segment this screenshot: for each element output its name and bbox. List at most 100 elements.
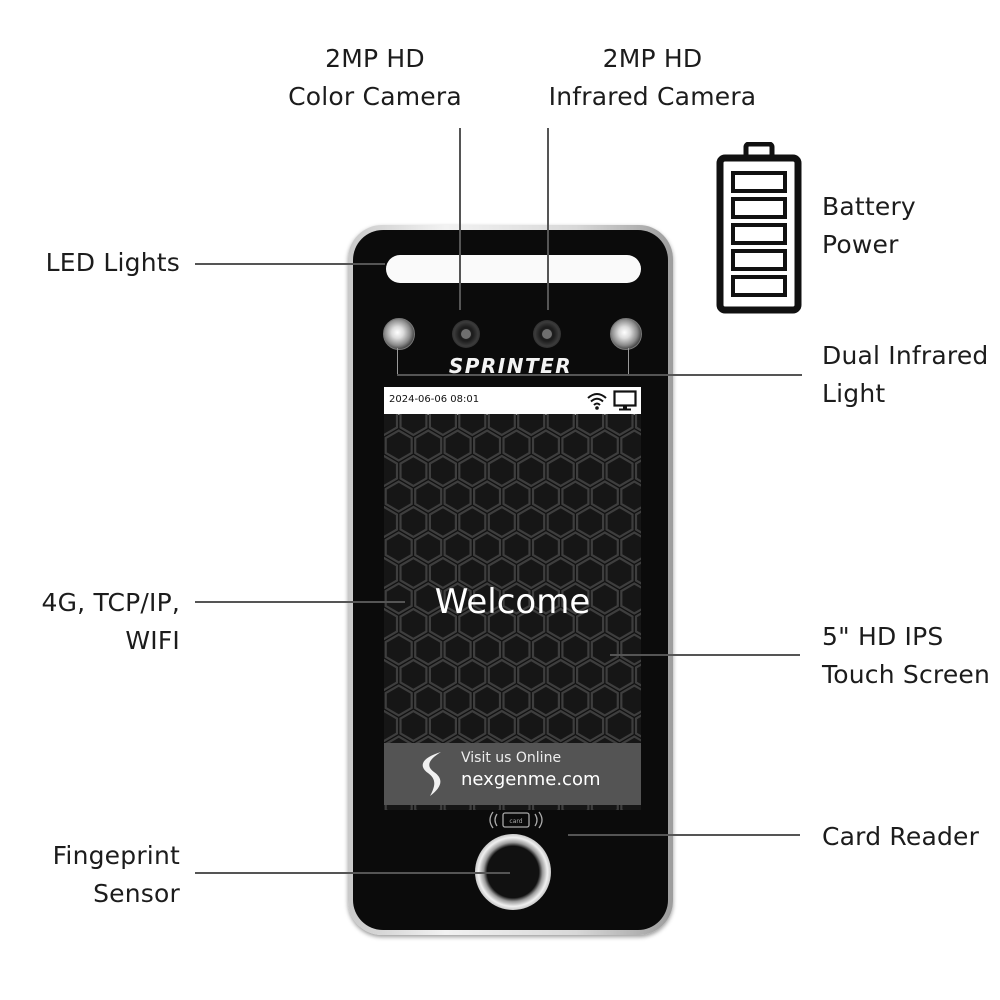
hex-cell [458, 454, 487, 488]
banner-url[interactable]: nexgenme.com [461, 769, 601, 790]
hex-cell [384, 556, 399, 590]
hex-cell [605, 505, 634, 539]
hex-cell [384, 658, 399, 692]
hex-cell [502, 582, 531, 615]
hex-cell [414, 531, 443, 564]
hex-cell [517, 607, 546, 641]
hex-cell [384, 531, 413, 564]
hex-cell [472, 633, 502, 666]
monitor-icon [613, 390, 637, 411]
hex-cell [472, 531, 502, 564]
hex-cell [620, 684, 641, 717]
ir-light-right [610, 318, 642, 350]
hex-cell [531, 480, 560, 513]
touch-screen[interactable]: 2024-06-06 08:01 Welcome [384, 387, 641, 810]
hex-cell [443, 633, 472, 666]
hex-cell [517, 556, 546, 590]
hex-cell [458, 505, 487, 539]
hex-cell [605, 658, 634, 692]
hex-cell [487, 709, 516, 743]
hex-cell [458, 556, 487, 590]
hex-cell [517, 414, 546, 437]
hex-cell [384, 709, 399, 743]
hex-cell [399, 505, 428, 539]
hex-cell [443, 429, 472, 462]
hex-cell [458, 709, 487, 743]
label-battery: Battery Power [822, 192, 916, 259]
status-bar: 2024-06-06 08:01 [384, 387, 641, 415]
device-face: SPRINTER 2024-06-06 08:01 Welcome [353, 230, 668, 930]
hex-cell [502, 531, 531, 564]
label-led-lights: LED Lights [45, 248, 180, 277]
color-camera-lens [452, 320, 480, 348]
connector-fingerprint [195, 872, 510, 874]
hex-cell [576, 414, 605, 437]
label-fingerprint: Fingeprint Sensor [52, 841, 180, 908]
hex-cell [472, 684, 502, 717]
hex-cell [605, 709, 634, 743]
hex-cell [590, 429, 619, 462]
hex-cell [531, 531, 560, 564]
hex-cell [502, 429, 531, 462]
hex-cell [399, 709, 428, 743]
hex-cell [487, 607, 516, 641]
hex-cell [414, 633, 443, 666]
hex-cell [576, 658, 605, 692]
hex-cell [487, 454, 516, 488]
hex-cell [634, 663, 641, 687]
connector-card-reader [568, 834, 800, 836]
hex-cell [502, 633, 531, 666]
hex-cell [546, 505, 575, 539]
card-reader-icon: card [489, 811, 543, 829]
hex-cell [590, 531, 619, 564]
hex-cell [443, 480, 472, 513]
hex-cell [546, 556, 575, 590]
hex-cell [620, 429, 641, 462]
hex-cell [399, 607, 428, 641]
hex-cell [384, 633, 413, 666]
hex-cell [458, 658, 487, 692]
hex-cell [384, 454, 399, 488]
hex-cell [517, 454, 546, 488]
hex-cell [487, 414, 516, 437]
hex-cell [428, 556, 458, 590]
hex-cell [428, 709, 458, 743]
connector-color-camera [459, 128, 461, 310]
hex-cell [399, 556, 428, 590]
hex-cell [620, 480, 641, 513]
hex-cell [546, 709, 575, 743]
hex-cell [517, 658, 546, 692]
hex-cell [502, 480, 531, 513]
hex-cell [531, 429, 560, 462]
hex-cell [384, 414, 399, 437]
battery-icon [716, 142, 802, 314]
hex-cell [590, 480, 619, 513]
hex-cell [414, 684, 443, 717]
hex-cell [399, 414, 428, 437]
hex-cell [428, 454, 458, 488]
hex-cell [399, 454, 428, 488]
hex-cell [414, 582, 443, 615]
led-light-bar [386, 255, 641, 283]
hex-cell [458, 607, 487, 641]
hex-cell [634, 714, 641, 738]
hex-cell [428, 607, 458, 641]
hex-cell [634, 561, 641, 585]
hex-cell [472, 429, 502, 462]
hex-cell [487, 658, 516, 692]
label-infrared-camera: 2MP HD Infrared Camera [548, 44, 757, 111]
hex-cell [634, 510, 641, 534]
hex-cell [605, 414, 634, 437]
hex-cell [414, 480, 443, 513]
hex-cell [576, 556, 605, 590]
hex-cell [561, 429, 590, 462]
hex-cell [428, 414, 458, 437]
hex-cell [428, 505, 458, 539]
banner-line1: Visit us Online [461, 750, 562, 766]
connector-ir-right-vertical [628, 348, 629, 374]
hex-cell [576, 454, 605, 488]
hex-cell [605, 607, 634, 641]
website-banner: Visit us Online nexgenme.com [384, 743, 641, 805]
label-card-reader: Card Reader [822, 822, 980, 851]
hex-cell [605, 454, 634, 488]
